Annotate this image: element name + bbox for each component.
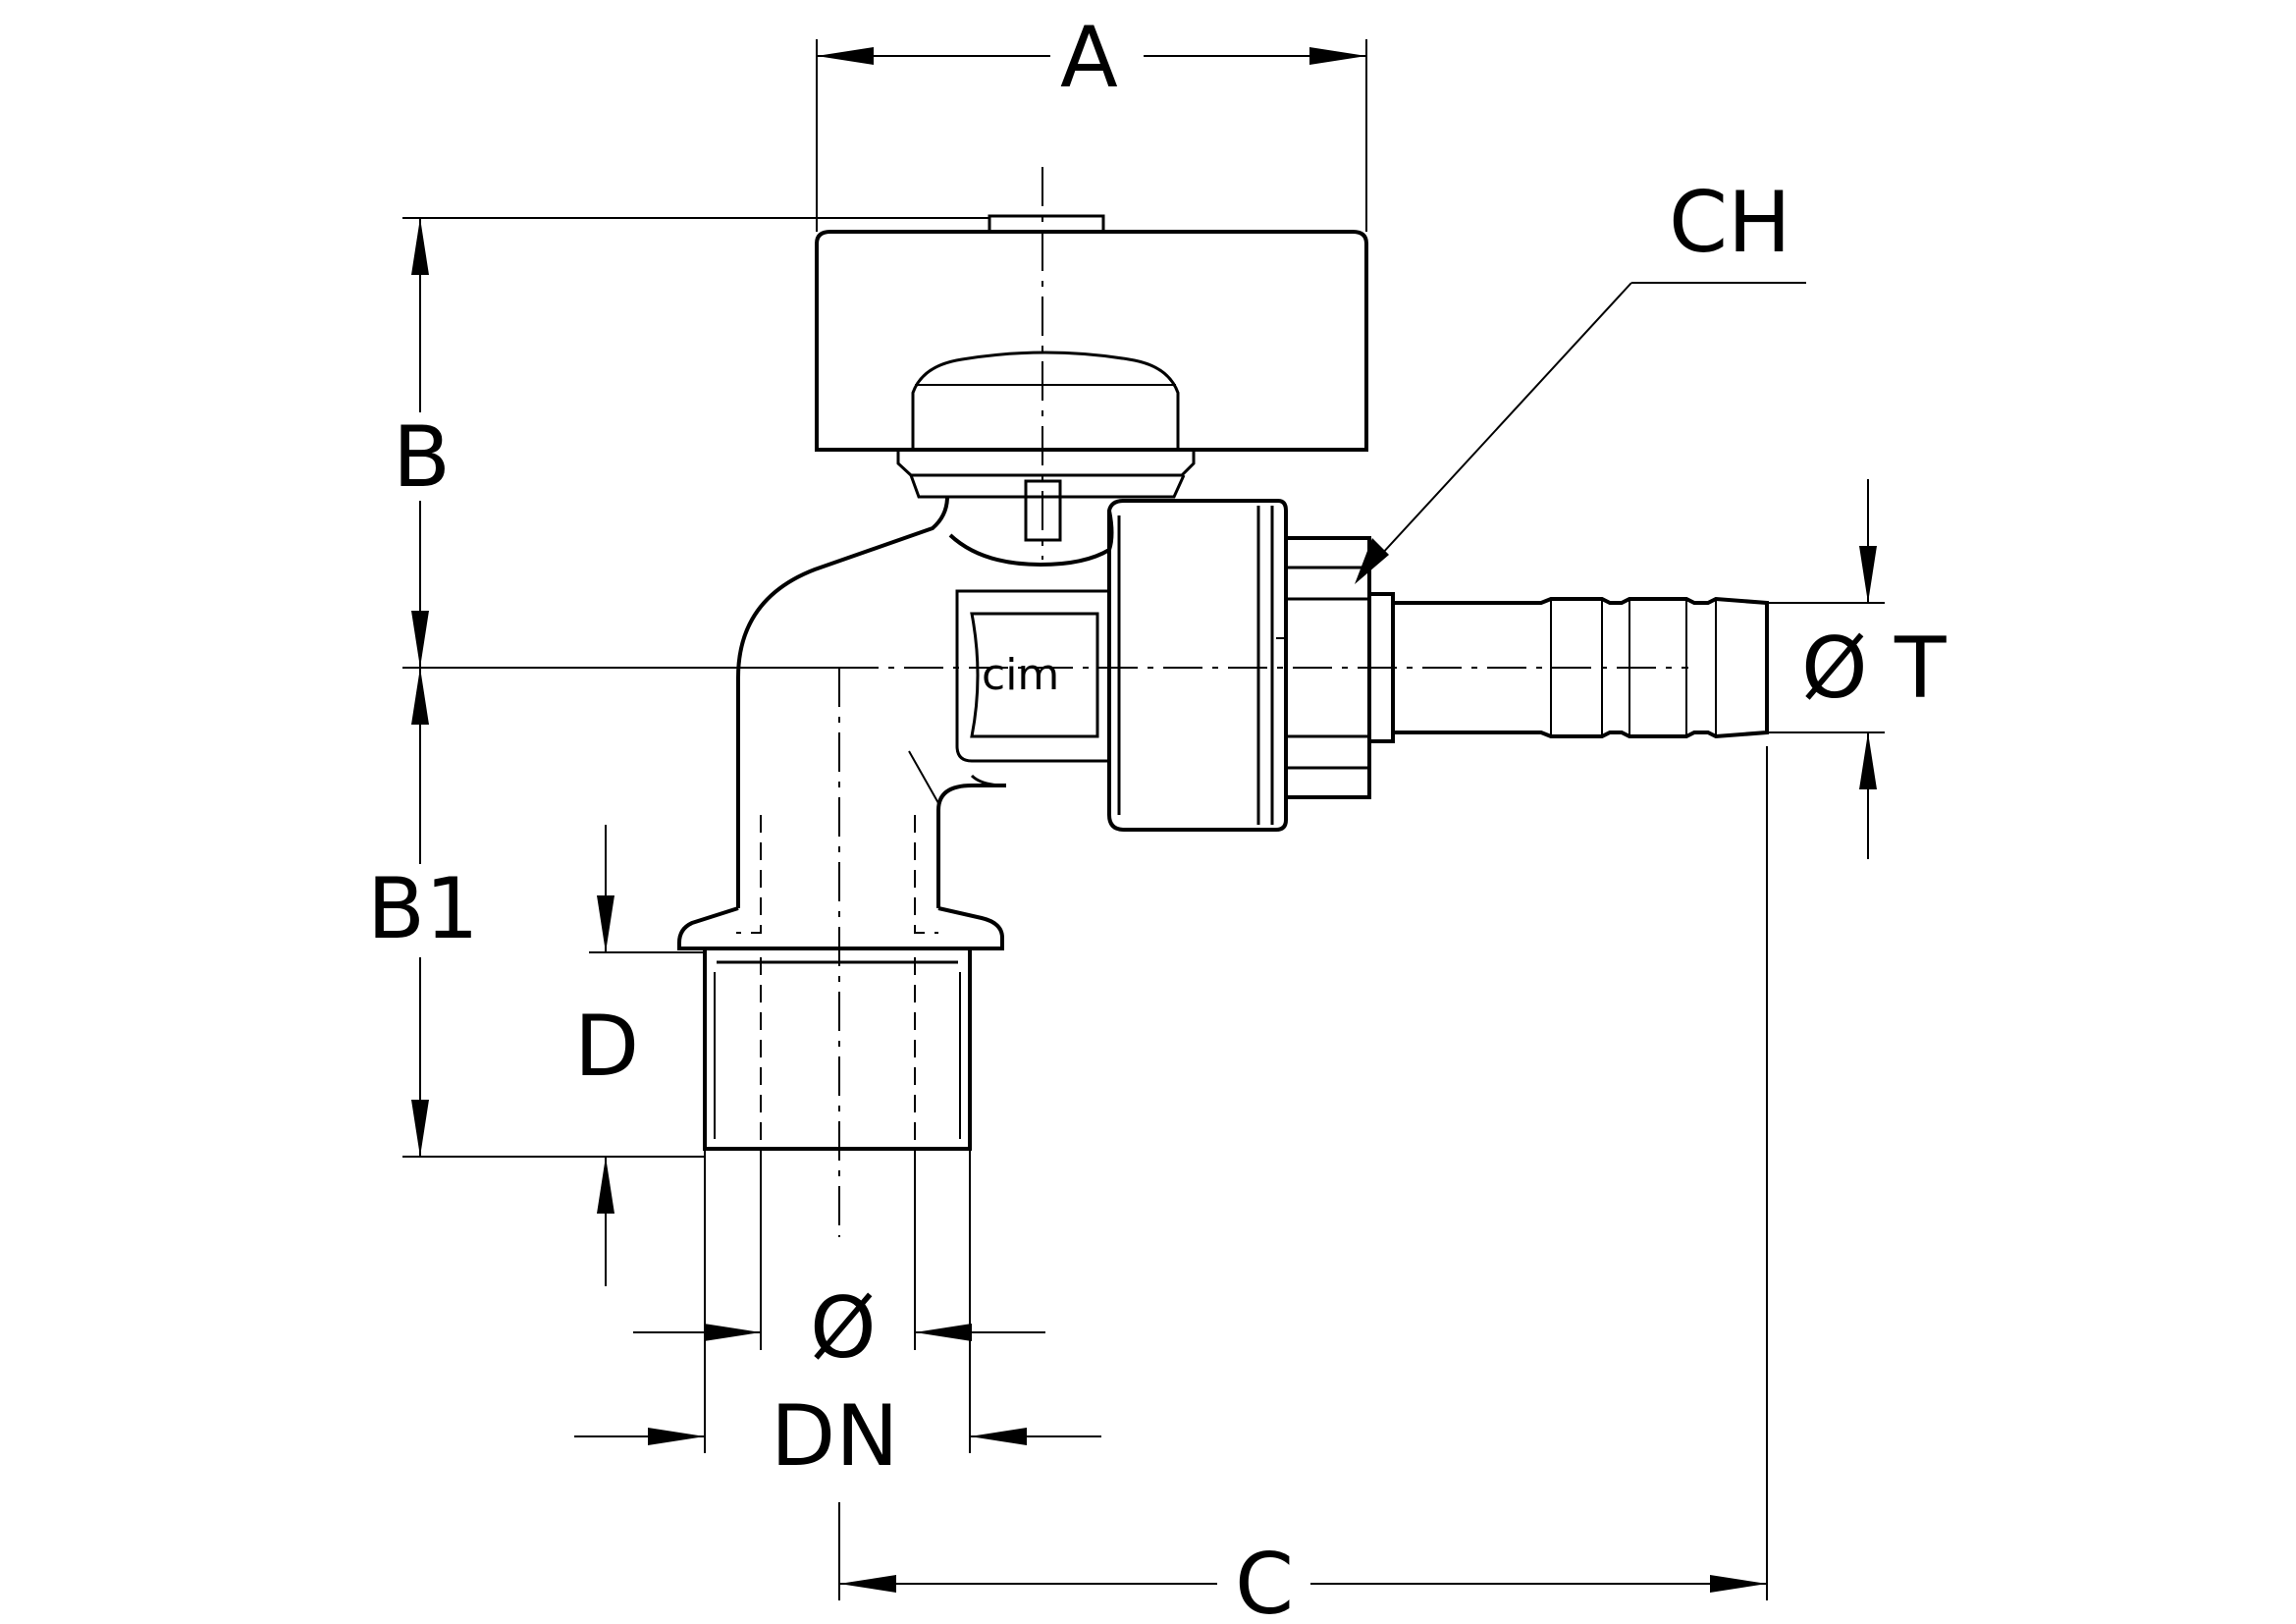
dimension-dn: DN	[574, 1149, 1101, 1486]
label-dn: DN	[771, 1387, 899, 1486]
dimension-outer-diameter-t: Ø T	[1767, 479, 1947, 859]
union-nut	[1107, 499, 1288, 832]
dimension-c: C	[838, 746, 1768, 1624]
label-b: B	[393, 408, 451, 507]
label-d: D	[574, 998, 639, 1096]
label-a: A	[1060, 9, 1118, 107]
cim-logo: cim	[982, 650, 1059, 700]
valve-handle	[815, 214, 1368, 542]
dimension-a: A	[816, 9, 1367, 232]
label-ch: CH	[1669, 174, 1791, 272]
dimension-b1: B1	[367, 668, 705, 1158]
label-b1: B1	[367, 860, 479, 958]
dimension-d: D	[574, 825, 705, 1286]
label-phi: Ø	[810, 1279, 877, 1378]
label-c: C	[1235, 1536, 1294, 1624]
label-phi-t: Ø T	[1801, 620, 1947, 718]
dimension-inner-diameter: Ø	[633, 1149, 1045, 1378]
leader-ch: CH	[1355, 174, 1806, 584]
threaded-inlet	[677, 815, 1004, 1151]
center-lines	[838, 167, 1688, 1237]
valve-body: cim	[736, 496, 1114, 908]
dimension-b: B	[393, 217, 989, 669]
